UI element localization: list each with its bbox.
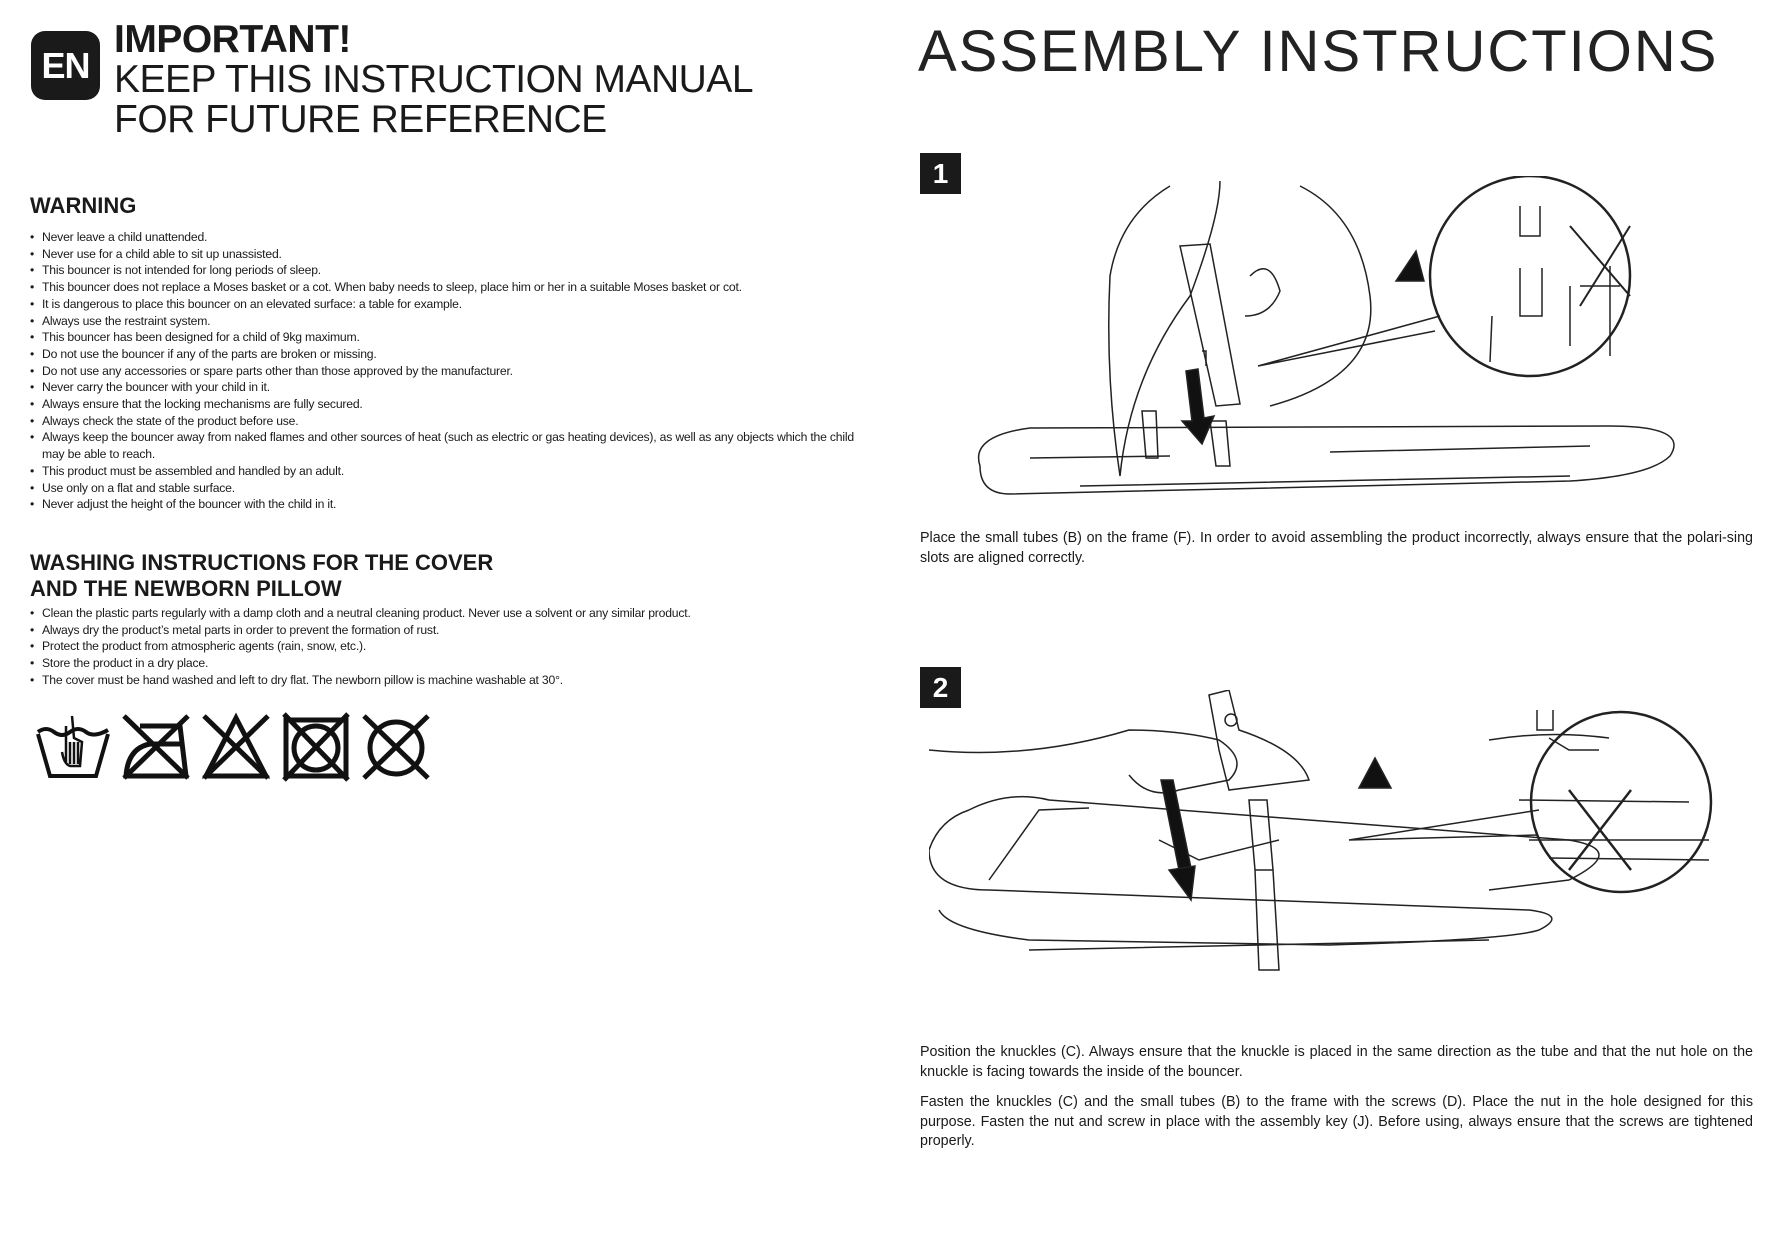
step-2-illustration xyxy=(929,690,1713,971)
warning-title: WARNING xyxy=(30,193,137,218)
do-not-dry-clean-icon xyxy=(362,714,430,780)
step-2-text-2: Fasten the knuckles (C) and the small tu… xyxy=(920,1094,1753,1149)
important-line-2: FOR FUTURE REFERENCE xyxy=(114,98,607,141)
warning-item: Always keep the bouncer away from naked … xyxy=(30,429,860,462)
warning-list: Never leave a child unattended. Never us… xyxy=(30,229,860,513)
warning-item: Never leave a child unattended. xyxy=(30,229,860,246)
care-icons xyxy=(34,712,432,782)
do-not-bleach-icon xyxy=(201,712,271,780)
step-2-badge: 2 xyxy=(920,667,961,708)
do-not-tumble-dry-icon xyxy=(282,712,350,782)
warning-item: Never adjust the height of the bouncer w… xyxy=(30,496,860,513)
important-header: IMPORTANT! KEEP THIS INSTRUCTION MANUAL … xyxy=(114,18,754,141)
warning-item: Always check the state of the product be… xyxy=(30,413,860,430)
warning-item: Never carry the bouncer with your child … xyxy=(30,379,860,396)
warning-item: Always ensure that the locking mechanism… xyxy=(30,396,860,413)
washing-title-line-1: WASHING INSTRUCTIONS FOR THE COVER xyxy=(30,550,494,575)
warning-item: This product must be assembled and handl… xyxy=(30,463,860,480)
step-1-illustration xyxy=(977,176,1675,495)
washing-item: Clean the plastic parts regularly with a… xyxy=(30,605,860,622)
warning-item: Do not use any accessories or spare part… xyxy=(30,363,860,380)
washing-title-line-2: AND THE NEWBORN PILLOW xyxy=(30,576,342,601)
assembly-title: ASSEMBLY INSTRUCTIONS xyxy=(918,19,1719,84)
washing-list: Clean the plastic parts regularly with a… xyxy=(30,605,860,689)
warning-item: This bouncer does not replace a Moses ba… xyxy=(30,279,860,296)
warning-item: It is dangerous to place this bouncer on… xyxy=(30,296,860,313)
warning-item: This bouncer is not intended for long pe… xyxy=(30,262,860,279)
language-badge: EN xyxy=(31,31,100,100)
warning-item: This bouncer has been designed for a chi… xyxy=(30,329,860,346)
important-title: IMPORTANT! xyxy=(114,18,351,61)
washing-item: Protect the product from atmospheric age… xyxy=(30,638,860,655)
important-line-1: KEEP THIS INSTRUCTION MANUAL xyxy=(114,58,754,101)
warning-item: Never use for a child able to sit up una… xyxy=(30,246,860,263)
step-1-text: Place the small tubes (B) on the frame (… xyxy=(920,530,1753,566)
washing-item: The cover must be hand washed and left t… xyxy=(30,672,860,689)
do-not-iron-icon xyxy=(122,714,190,780)
washing-item: Always dry the product’s metal parts in … xyxy=(30,622,860,639)
step-1-badge: 1 xyxy=(920,153,961,194)
warning-item: Use only on a flat and stable surface. xyxy=(30,480,860,497)
hand-wash-icon xyxy=(36,715,110,778)
warning-item: Do not use the bouncer if any of the par… xyxy=(30,346,860,363)
washing-title: WASHING INSTRUCTIONS FOR THE COVER AND T… xyxy=(30,550,493,602)
washing-item: Store the product in a dry place. xyxy=(30,655,860,672)
step-2-text-1: Position the knuckles (C). Always ensure… xyxy=(920,1044,1753,1080)
warning-item: Always use the restraint system. xyxy=(30,313,860,330)
